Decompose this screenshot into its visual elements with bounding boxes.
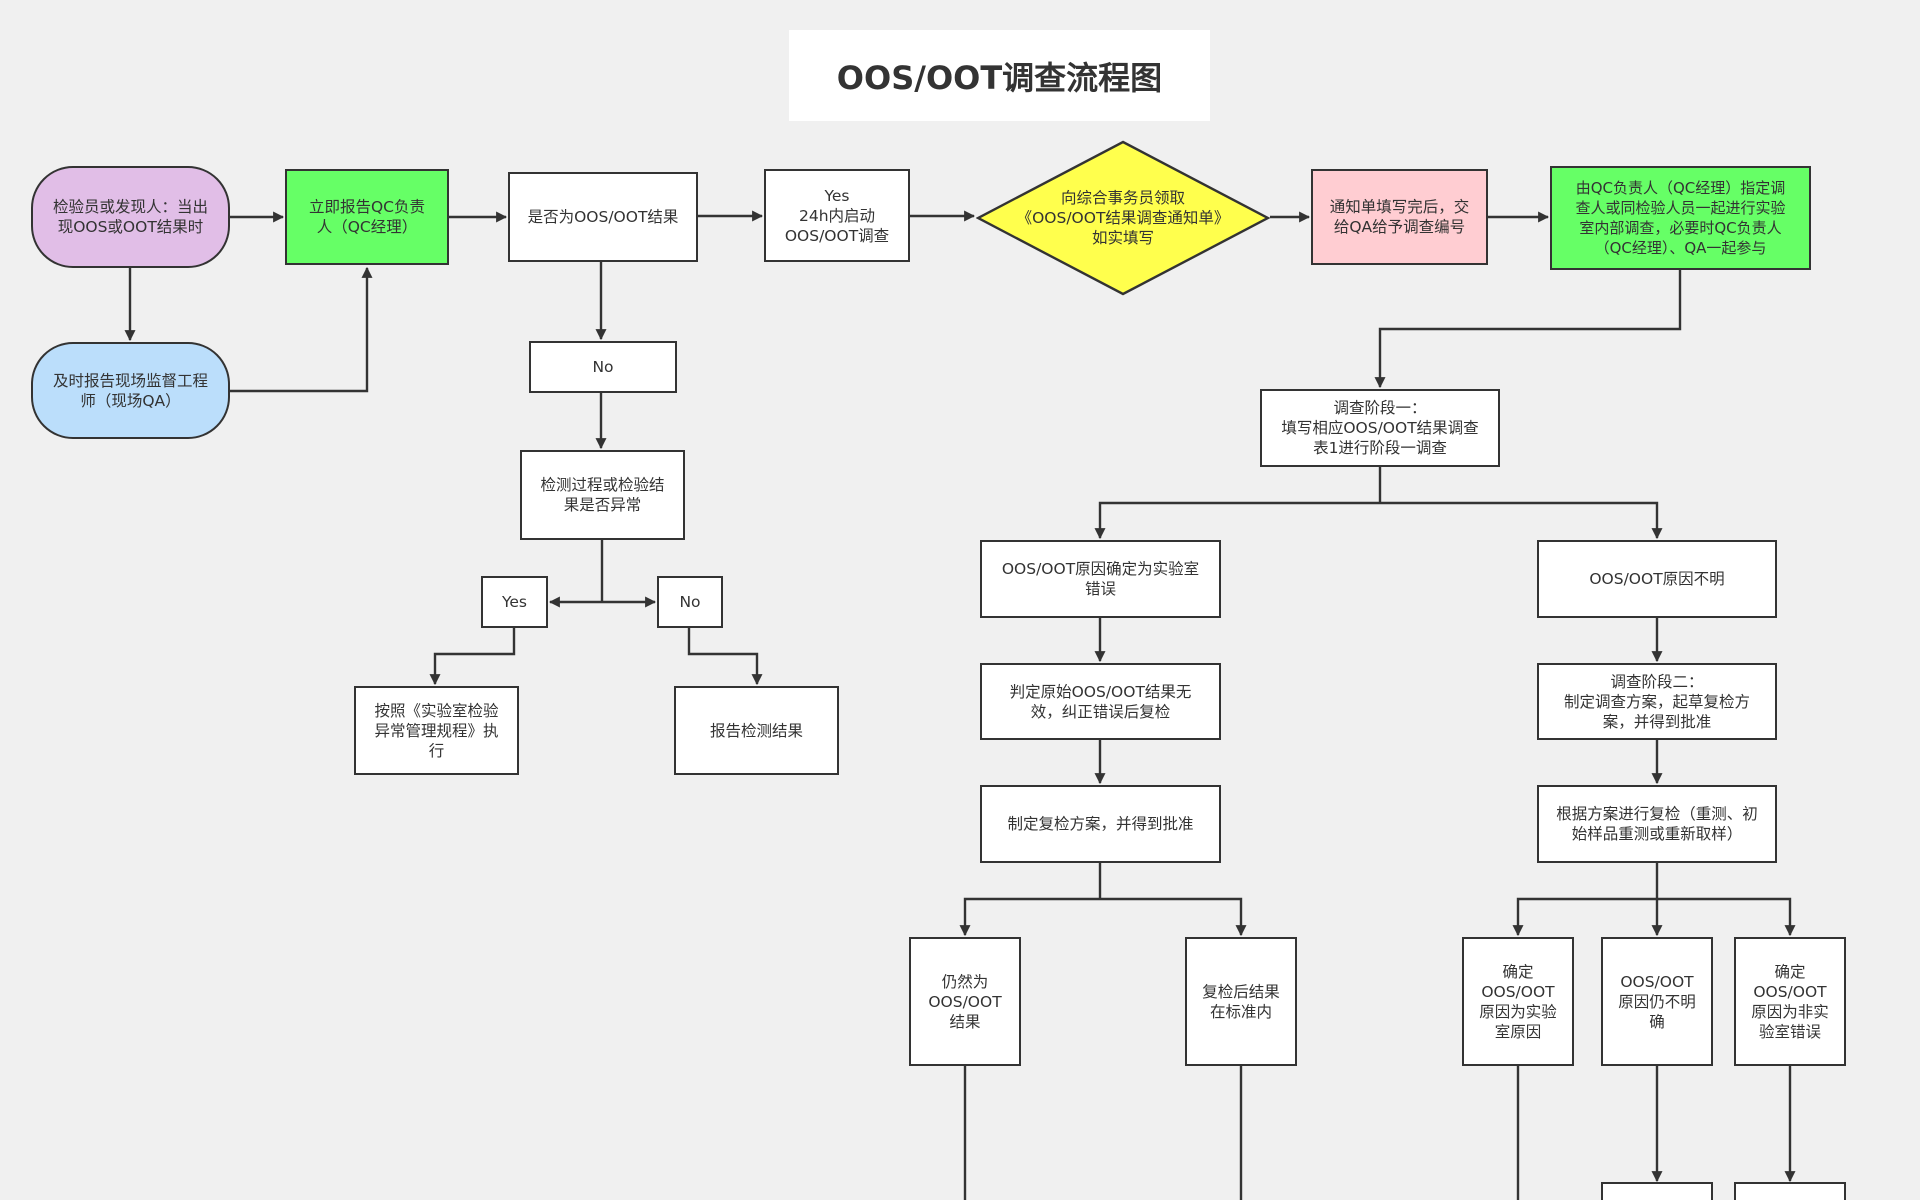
node-follow-rules: 按照《实验室检验 异常管理规程》执 行 — [354, 686, 519, 775]
node-retest-by-plan: 根据方案进行复检（重测、初 始样品重测或重新取样） — [1537, 785, 1777, 863]
arrow-assign-to-stage1 — [1374, 270, 1682, 389]
arrow-stage1-to-unknown — [1380, 501, 1663, 540]
node-yes-2: Yes — [481, 576, 548, 628]
node-confirm-non-lab: 确定 OOS/OOT 原因为非实 验室错误 — [1734, 937, 1846, 1066]
node-retest-plan: 制定复检方案，并得到批准 — [980, 785, 1221, 863]
diamond-label: 向综合事务员领取 《OOS/OOT结果调查通知单》 如实填写 — [1016, 189, 1230, 247]
node-cause-unknown: OOS/OOT原因不明 — [1537, 540, 1777, 618]
node-no-2: No — [657, 576, 723, 628]
node-confirm-lab-cause: 确定 OOS/OOT 原因为实验 室原因 — [1462, 937, 1574, 1066]
node-notice-done: 通知单填写完后，交 给QA给予调查编号 — [1311, 169, 1488, 265]
node-within-spec: 复检后结果 在标准内 — [1185, 937, 1297, 1066]
node-next-nonlab — [1734, 1182, 1846, 1200]
node-stage1: 调查阶段一： 填写相应OOS/OOT结果调查 表1进行阶段一调查 — [1260, 389, 1500, 467]
arrow-no-to-report — [687, 628, 763, 686]
arrow-stage1-to-laberror — [1094, 501, 1380, 540]
node-is-oos: 是否为OOS/OOT结果 — [508, 172, 698, 262]
arrow-plan-to-stilloos — [959, 897, 1100, 937]
diagram-title: OOS/OOT调查流程图 — [836, 58, 1163, 97]
node-still-oos: 仍然为 OOS/OOT 结果 — [909, 937, 1021, 1066]
node-yes-24h: Yes 24h内启动 OOS/OOT调查 — [764, 169, 910, 262]
arrow-qa-to-qc — [230, 266, 373, 393]
node-lab-error: OOS/OOT原因确定为实验室 错误 — [980, 540, 1221, 618]
node-no-1: No — [529, 341, 677, 393]
node-qc-assign: 由QC负责人（QC经理）指定调 查人或同检验人员一起进行实验 室内部调查，必要时… — [1550, 166, 1811, 270]
arrow-retest-to-labcause — [1512, 897, 1657, 937]
arrow-retest-to-nonlab — [1657, 897, 1796, 937]
node-invalidate: 判定原始OOS/OOT结果无 效，纠正错误后复检 — [980, 663, 1221, 740]
title-box: OOS/OOT调查流程图 — [789, 30, 1210, 121]
node-inspector: 检验员或发现人：当出 现OOS或OOT结果时 — [31, 166, 230, 268]
node-process-abnormal: 检测过程或检验结 果是否异常 — [520, 450, 685, 540]
node-report-result: 报告检测结果 — [674, 686, 839, 775]
diamond-shape — [976, 140, 1270, 296]
node-notice-diamond: 向综合事务员领取 《OOS/OOT结果调查通知单》 如实填写 — [976, 140, 1270, 296]
node-still-unclear: OOS/OOT 原因仍不明 确 — [1601, 937, 1713, 1066]
node-next-unclear — [1601, 1182, 1713, 1200]
arrow-yes-to-rules — [429, 628, 516, 686]
node-report-qc: 立即报告QC负责 人（QC经理） — [285, 169, 449, 265]
node-report-qa: 及时报告现场监督工程 师（现场QA） — [31, 342, 230, 439]
arrow-plan-to-withinspec — [1100, 897, 1247, 937]
node-stage2: 调查阶段二： 制定调查方案，起草复检方 案，并得到批准 — [1537, 663, 1777, 740]
